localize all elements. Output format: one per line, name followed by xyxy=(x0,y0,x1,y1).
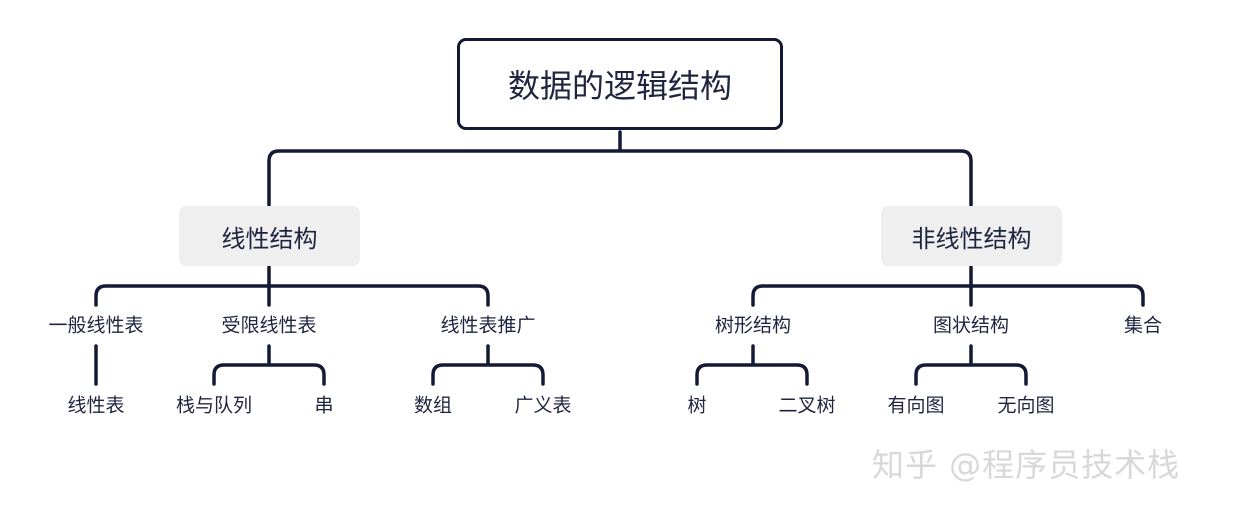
linear-structure-label: 线性结构 xyxy=(221,224,318,253)
connector-generalized-linear xyxy=(431,344,545,386)
string-leaf: 串 xyxy=(314,394,334,417)
tree-structure-node: 树形结构 xyxy=(714,314,792,337)
connector-root xyxy=(267,130,973,208)
restricted-linear-list-node: 受限线性表 xyxy=(221,314,317,337)
root-label: 数据的逻辑结构 xyxy=(507,67,732,105)
connector-restricted-linear xyxy=(212,344,326,386)
root-node: 数据的逻辑结构 xyxy=(457,38,783,130)
directed-graph-leaf: 有向图 xyxy=(887,394,945,417)
generalized-list-leaf: 广义表 xyxy=(514,394,572,417)
binary-tree-leaf: 二叉树 xyxy=(778,394,836,417)
connector-graph-structure xyxy=(914,344,1028,386)
general-linear-list-node: 一般线性表 xyxy=(48,314,144,337)
watermark: 知乎 @程序员技术栈 xyxy=(872,446,1181,484)
linear-structure-node: 线性结构 xyxy=(179,206,360,266)
nonlinear-structure-node: 非线性结构 xyxy=(881,206,1062,266)
graph-structure-node: 图状结构 xyxy=(932,314,1010,337)
array-leaf: 数组 xyxy=(413,394,453,417)
set-node: 集合 xyxy=(1123,314,1163,337)
connector-nonlinear xyxy=(751,264,1145,307)
undirected-graph-leaf: 无向图 xyxy=(997,394,1055,417)
connector-tree-structure xyxy=(695,344,809,386)
linear-list-leaf: 线性表 xyxy=(67,394,125,417)
connector-linear xyxy=(94,264,490,307)
stack-queue-leaf: 栈与队列 xyxy=(175,394,253,417)
tree-leaf: 树 xyxy=(687,394,707,417)
nonlinear-structure-label: 非线性结构 xyxy=(911,224,1032,253)
generalized-linear-list-node: 线性表推广 xyxy=(440,314,536,337)
